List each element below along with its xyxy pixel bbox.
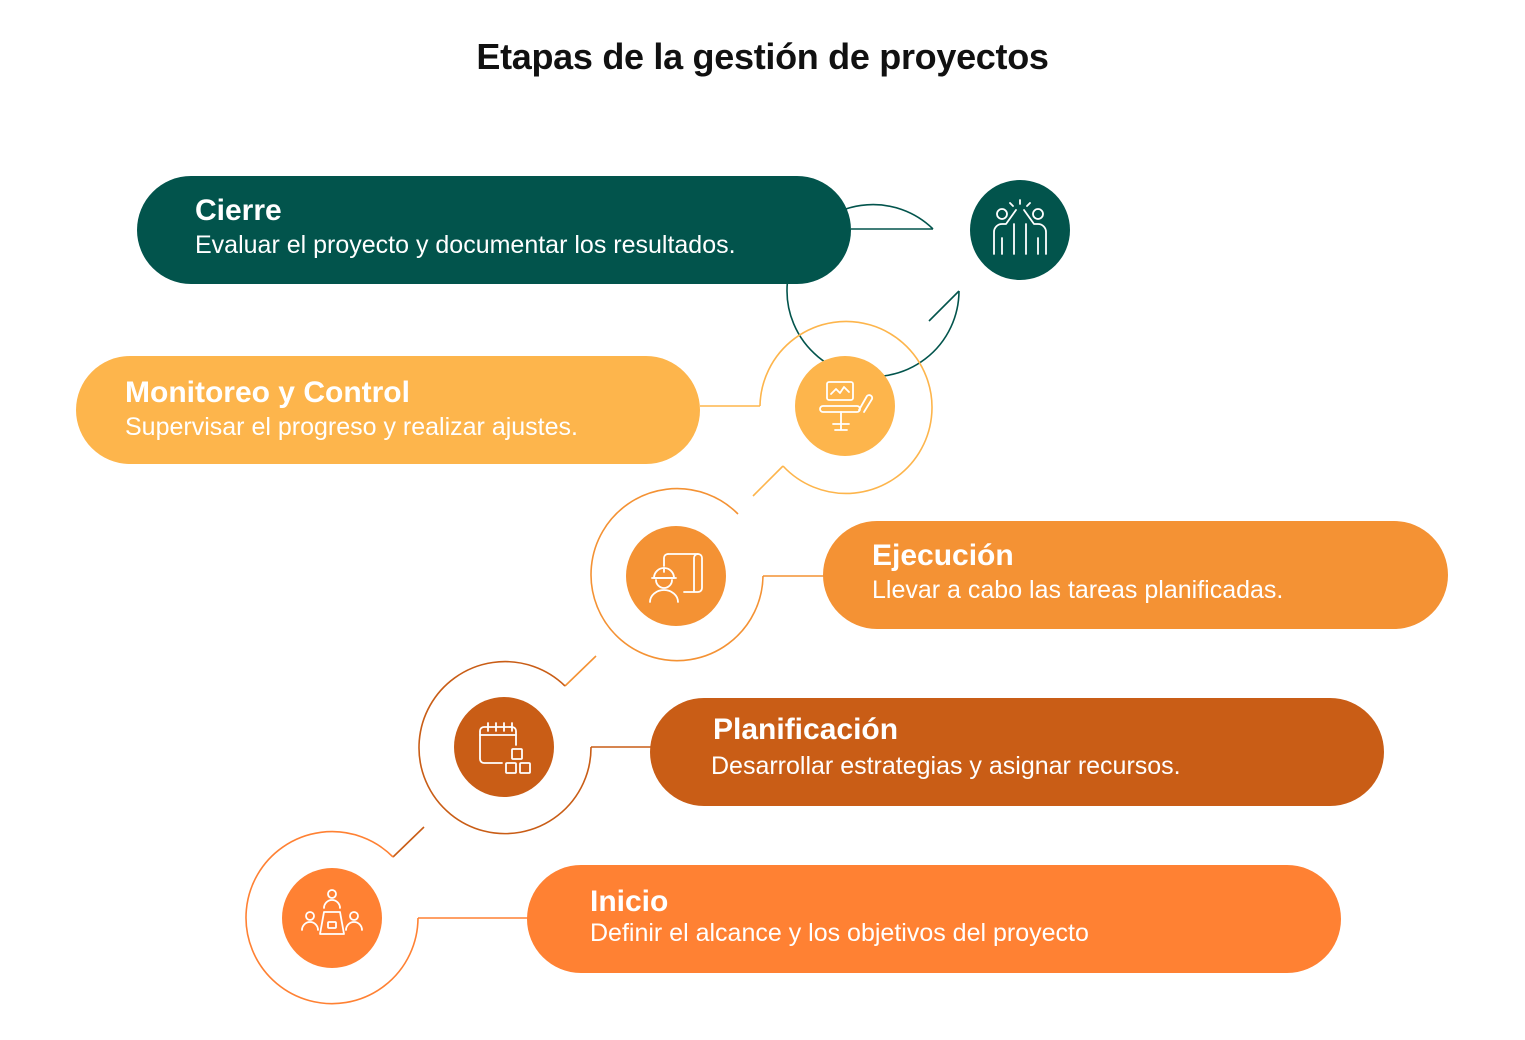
stage-ejecucion-badge	[626, 526, 726, 626]
stage-inicio-label: Inicio	[590, 885, 669, 918]
stage-monitoreo: Monitoreo y Control Supervisar el progre…	[76, 356, 700, 464]
stage-monitoreo-description: Supervisar el progreso y realizar ajuste…	[125, 413, 578, 441]
diagram-title: Etapas de la gestión de proyectos	[476, 36, 1049, 77]
stage-cierre: Cierre Evaluar el proyecto y documentar …	[137, 176, 851, 284]
monitor-workstation-icon	[819, 381, 874, 431]
stage-cierre-label: Cierre	[195, 194, 282, 227]
worker-blueprint-icon	[649, 553, 703, 603]
cierre-ring	[786, 203, 960, 378]
stage-cierre-badge	[970, 180, 1070, 280]
stage-planificacion: Planificación Desarrollar estrategias y …	[650, 698, 1384, 806]
stage-ejecucion-label: Ejecución	[872, 539, 1014, 572]
stage-ejecucion-description: Llevar a cabo las tareas planificadas.	[872, 576, 1284, 604]
stage-planificacion-label: Planificación	[713, 713, 899, 746]
stage-monitoreo-label: Monitoreo y Control	[125, 376, 410, 409]
stage-monitoreo-badge	[795, 356, 895, 456]
ejecucion-ring	[590, 487, 764, 662]
cierre-link	[928, 290, 960, 322]
stage-inicio-badge	[282, 868, 382, 968]
inicio-ring	[245, 830, 419, 1005]
stage-inicio: Inicio Definir el alcance y los objetivo…	[527, 865, 1341, 973]
planificacion-link	[392, 826, 425, 858]
planificacion-ring	[418, 660, 592, 835]
calendar-blocks-icon	[479, 722, 531, 774]
team-meeting-icon	[301, 889, 363, 935]
monitoreo-link	[752, 465, 784, 497]
high-five-icon	[993, 199, 1047, 255]
stage-ejecucion: Ejecución Llevar a cabo las tareas plani…	[823, 521, 1448, 629]
stage-planificacion-badge	[454, 697, 554, 797]
stage-inicio-description: Definir el alcance y los objetivos del p…	[590, 919, 1089, 947]
ejecucion-link	[564, 655, 597, 687]
stage-planificacion-description: Desarrollar estrategias y asignar recurs…	[711, 752, 1181, 780]
stage-cierre-description: Evaluar el proyecto y documentar los res…	[195, 231, 736, 259]
monitoreo-ring	[759, 320, 933, 495]
